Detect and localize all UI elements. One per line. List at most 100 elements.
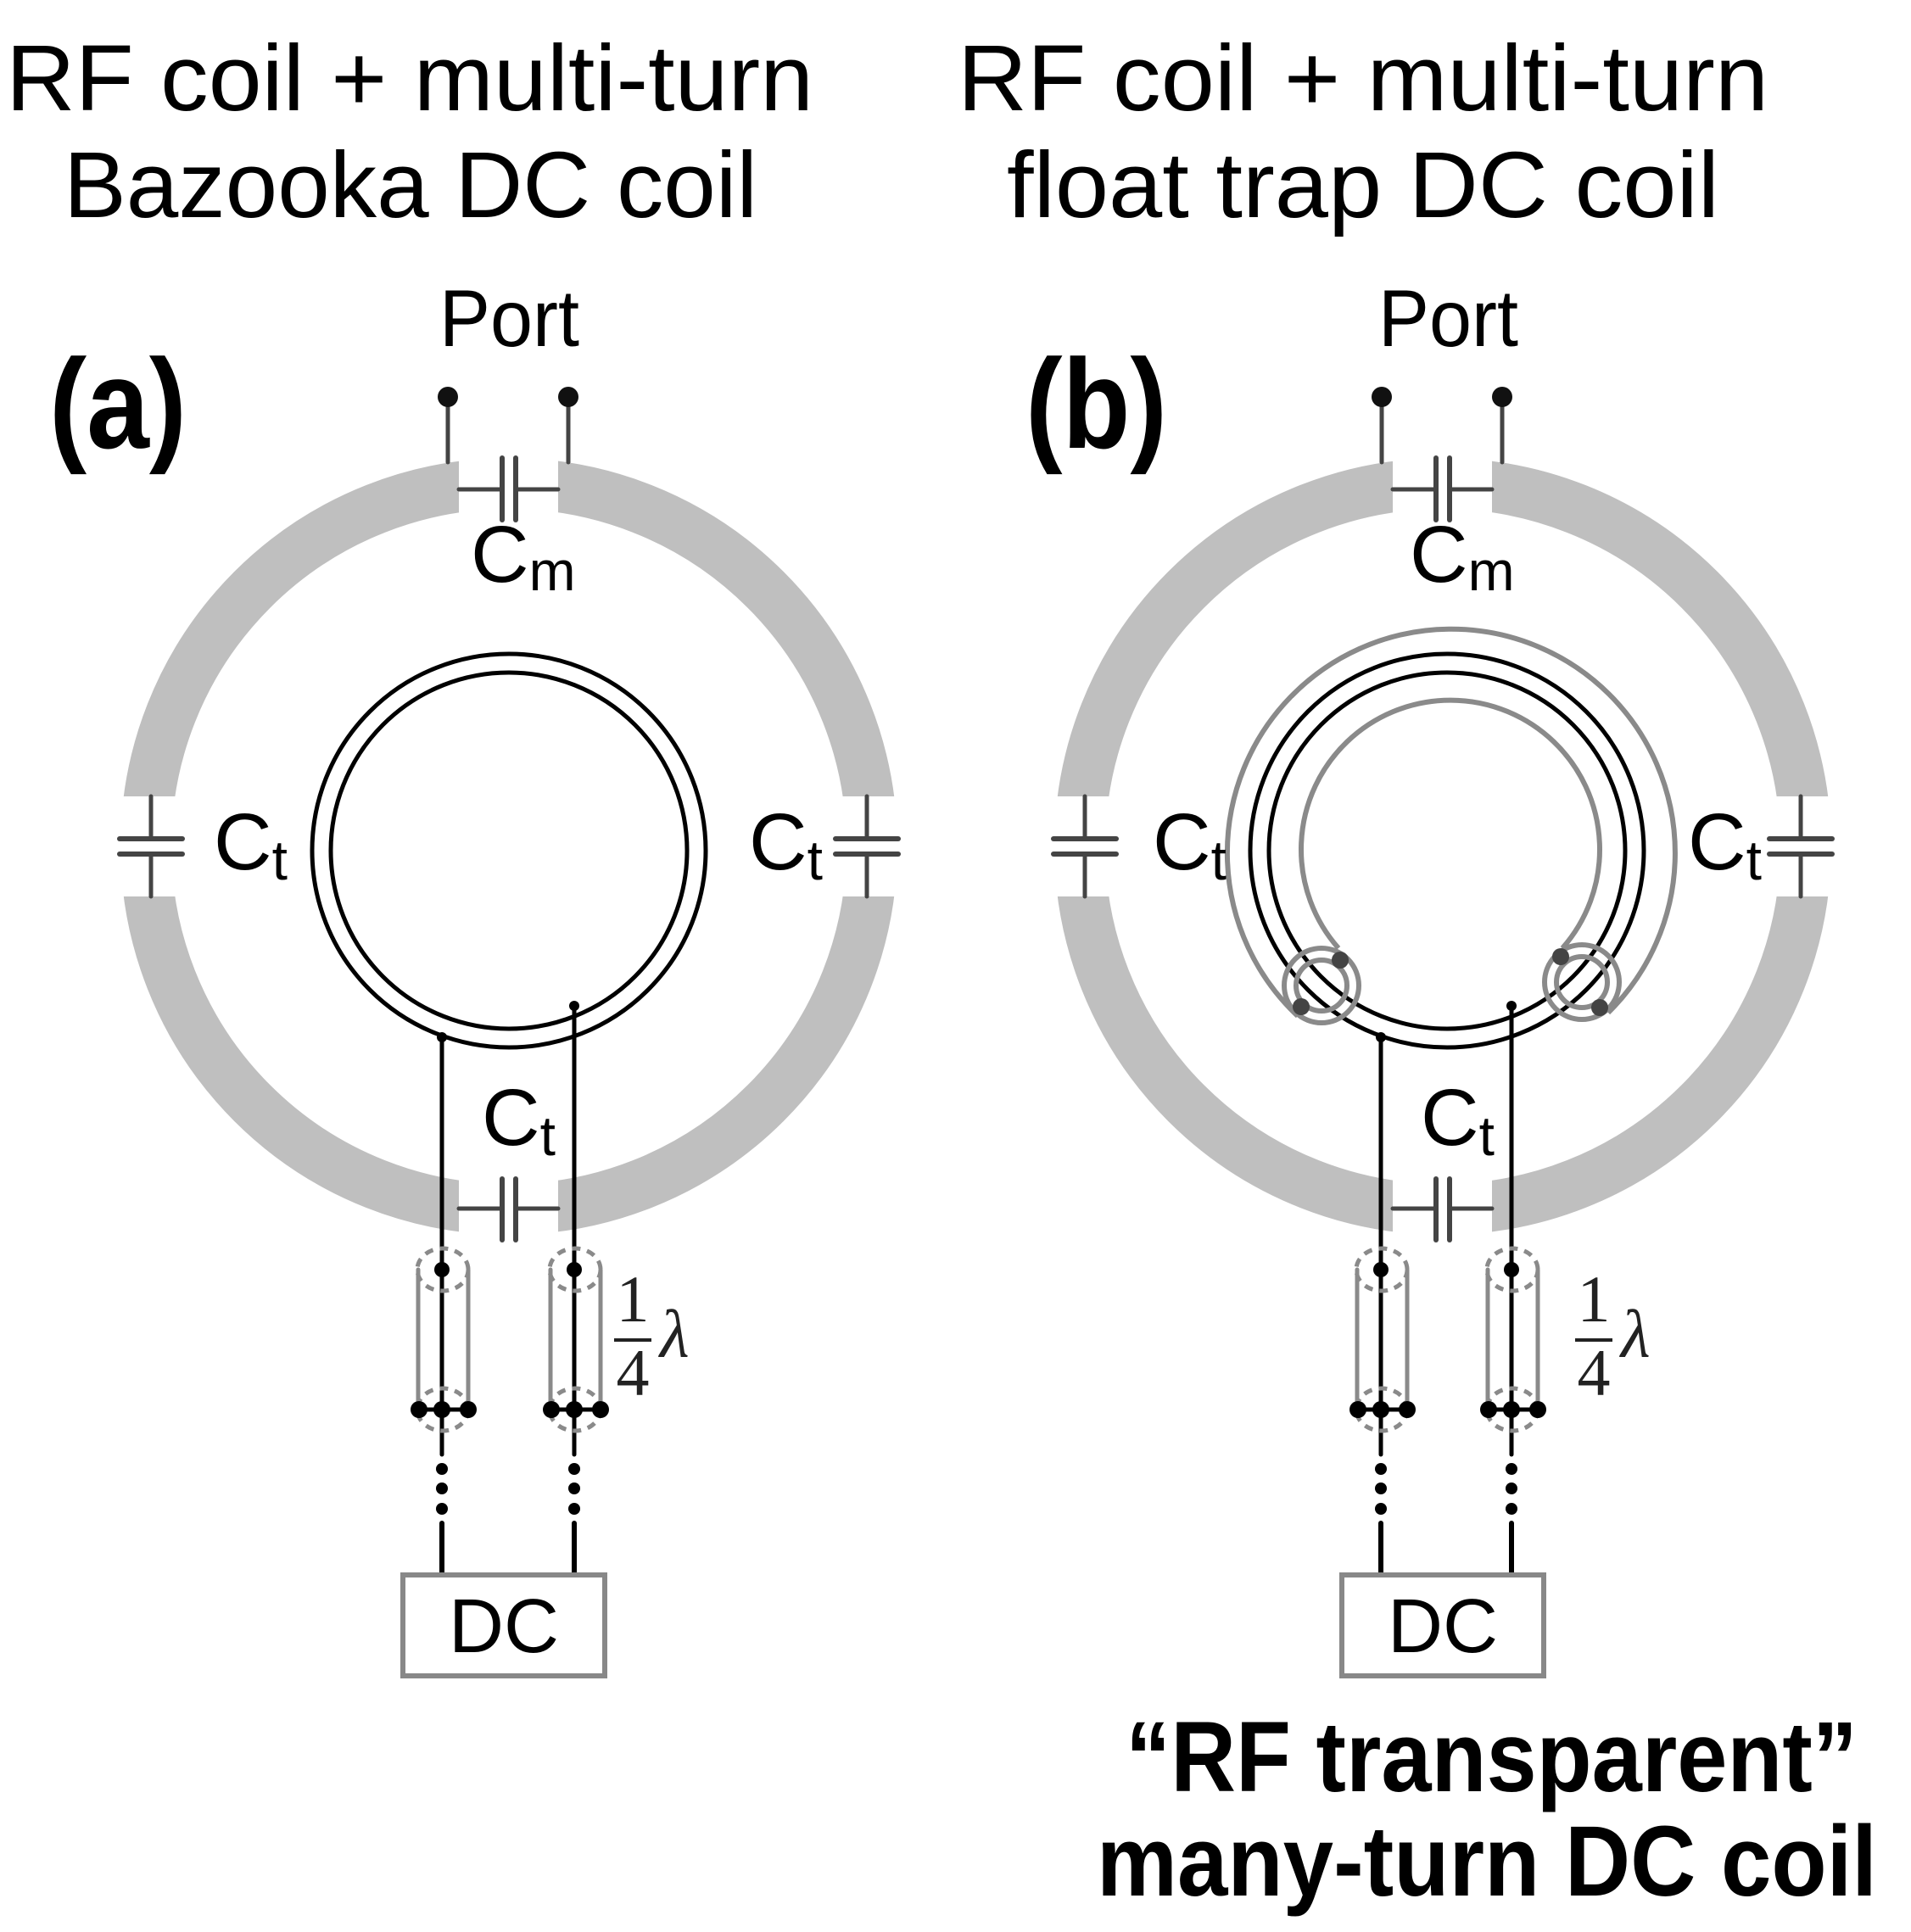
- sleeve-right-node-center: [566, 1401, 583, 1418]
- cm-symbol: C: [471, 510, 529, 600]
- ct-subscript: t: [272, 829, 288, 891]
- ct-symbol: C: [1421, 1073, 1479, 1163]
- panel-a-quarter-numerator: 1: [617, 1262, 650, 1336]
- sleeve-right-node-left: [1480, 1401, 1497, 1418]
- panel-a-cm-label: Cm: [471, 510, 576, 602]
- dc-lead-right-junction: [1506, 1001, 1517, 1011]
- ring-gap-left: [102, 796, 187, 896]
- panel-b-title-line2: float trap DC coil: [1007, 133, 1719, 237]
- caption: “RF transparent” many-turn DC coil: [1097, 1701, 1877, 1918]
- continuation-dot: [1375, 1483, 1387, 1494]
- sleeve-left-top-ellipse: [415, 1246, 471, 1293]
- dc-coil-inner-turn: [328, 670, 690, 1031]
- panel-b-quarter-numerator: 1: [1578, 1262, 1611, 1336]
- sleeve-left-node-right: [460, 1401, 477, 1418]
- continuation-dot: [568, 1483, 580, 1494]
- continuation-dot: [436, 1503, 448, 1515]
- ct-symbol: C: [482, 1073, 540, 1163]
- sleeve-left-top-ellipse: [1354, 1246, 1410, 1293]
- sleeve-right-top-ellipse: [547, 1246, 603, 1293]
- sleeve-left-node-left: [1349, 1401, 1366, 1418]
- continuation-dot: [568, 1463, 580, 1475]
- cm-subscript: m: [1468, 539, 1515, 602]
- continuation-dot: [436, 1483, 448, 1494]
- ct-subscript: t: [1746, 829, 1762, 891]
- ring-gap-right: [1765, 796, 1850, 896]
- sleeve-left-top-node: [434, 1262, 450, 1277]
- float-trap-right-contact-bottom: [1591, 999, 1608, 1016]
- float-trap-right-inner-ring: [1554, 954, 1610, 1010]
- panel-b-cm-label: Cm: [1410, 510, 1515, 602]
- panel-a-dc-label: DC: [449, 1584, 559, 1669]
- ct-subscript: t: [1211, 829, 1227, 891]
- ring-gap-left: [1036, 796, 1120, 896]
- panel-b-ct-left-label: Ct: [1153, 797, 1227, 891]
- panel-b-lambda: λ: [1619, 1298, 1651, 1372]
- dc-coil-outer-turn: [310, 651, 708, 1050]
- float-trap-left-contact-top: [1332, 952, 1349, 969]
- panel-a-label: (a): [49, 332, 187, 475]
- panel-a-ct-right-label: Ct: [749, 797, 823, 891]
- dc-source-box: [1339, 1572, 1546, 1678]
- panel-b-port-label: Port: [1378, 274, 1518, 364]
- ct-symbol: C: [749, 797, 807, 887]
- ring-gap-top: [459, 437, 558, 530]
- sleeve-right-node-left: [543, 1401, 560, 1418]
- sleeve-right-node-right: [1529, 1401, 1546, 1418]
- panel-a-ct-bottom-label: Ct: [482, 1073, 556, 1167]
- panel-b-ct-bottom-label: Ct: [1421, 1073, 1495, 1167]
- ct-symbol: C: [214, 797, 272, 887]
- port-terminal-right: [558, 387, 578, 407]
- panel-a-title-line2: Bazooka DC coil: [64, 133, 757, 237]
- ct-symbol: C: [1688, 797, 1746, 887]
- caption-line2: many-turn DC coil: [1097, 1806, 1877, 1918]
- panel-b-ct-right-label: Ct: [1688, 797, 1762, 891]
- float-trap-left-outer-ring: [1282, 946, 1361, 1025]
- cm-symbol: C: [1410, 510, 1468, 600]
- float-trap-left-inner-ring: [1294, 958, 1349, 1013]
- panel-a-quarter-denominator: 4: [617, 1336, 650, 1410]
- ct-subscript: t: [1479, 1104, 1495, 1167]
- ct-symbol: C: [1153, 797, 1211, 887]
- continuation-dot: [436, 1463, 448, 1475]
- panel-b-title-line1: RF coil + multi-turn: [958, 26, 1769, 131]
- float-trap-outer-arc: [1224, 626, 1678, 1019]
- dc-coil-outer-turn: [1248, 651, 1646, 1050]
- dc-source-box: [400, 1572, 607, 1678]
- ring-gap-right: [831, 796, 916, 896]
- ring-gap-top: [1393, 437, 1492, 530]
- float-trap-right-outer-ring: [1542, 942, 1622, 1022]
- dc-coil-inner-turn: [1266, 670, 1628, 1031]
- ct-subscript: t: [807, 829, 823, 891]
- panel-b-labels: RF coil + multi-turn float trap DC coil …: [958, 26, 1769, 1669]
- continuation-dot: [1506, 1483, 1517, 1494]
- continuation-dot: [1375, 1463, 1387, 1475]
- panel-a-port-label: Port: [439, 274, 579, 364]
- panel-a-circuit: [102, 387, 916, 1678]
- sleeve-left-node-center: [1372, 1401, 1389, 1418]
- panel-b-circuit: [1036, 387, 1850, 1678]
- sleeve-left-node-right: [1399, 1401, 1416, 1418]
- dc-lead-right-junction: [569, 1001, 579, 1011]
- caption-line1: “RF transparent”: [1126, 1701, 1858, 1813]
- port-terminal-left: [1372, 387, 1392, 407]
- panel-a-labels: RF coil + multi-turn Bazooka DC coil Por…: [6, 26, 823, 1669]
- dc-lead-left-junction: [1376, 1032, 1386, 1042]
- sleeve-right-top-node: [1504, 1262, 1519, 1277]
- sleeve-left-node-left: [411, 1401, 427, 1418]
- sleeve-right-top-node: [567, 1262, 582, 1277]
- panel-b-label: (b): [1025, 332, 1167, 475]
- sleeve-left-top-node: [1373, 1262, 1389, 1277]
- float-trap-inner-arc: [1299, 697, 1602, 950]
- dc-lead-left-junction: [437, 1032, 447, 1042]
- sleeve-right-node-center: [1503, 1401, 1520, 1418]
- panel-b-dc-label: DC: [1388, 1584, 1498, 1669]
- panel-a-ct-left-label: Ct: [214, 797, 288, 891]
- float-trap-left-contact-bottom: [1293, 998, 1310, 1015]
- continuation-dot: [1506, 1463, 1517, 1475]
- continuation-dot: [1506, 1503, 1517, 1515]
- sleeve-left-node-center: [433, 1401, 450, 1418]
- ct-subscript: t: [540, 1104, 556, 1167]
- panel-a-title-line1: RF coil + multi-turn: [6, 26, 813, 131]
